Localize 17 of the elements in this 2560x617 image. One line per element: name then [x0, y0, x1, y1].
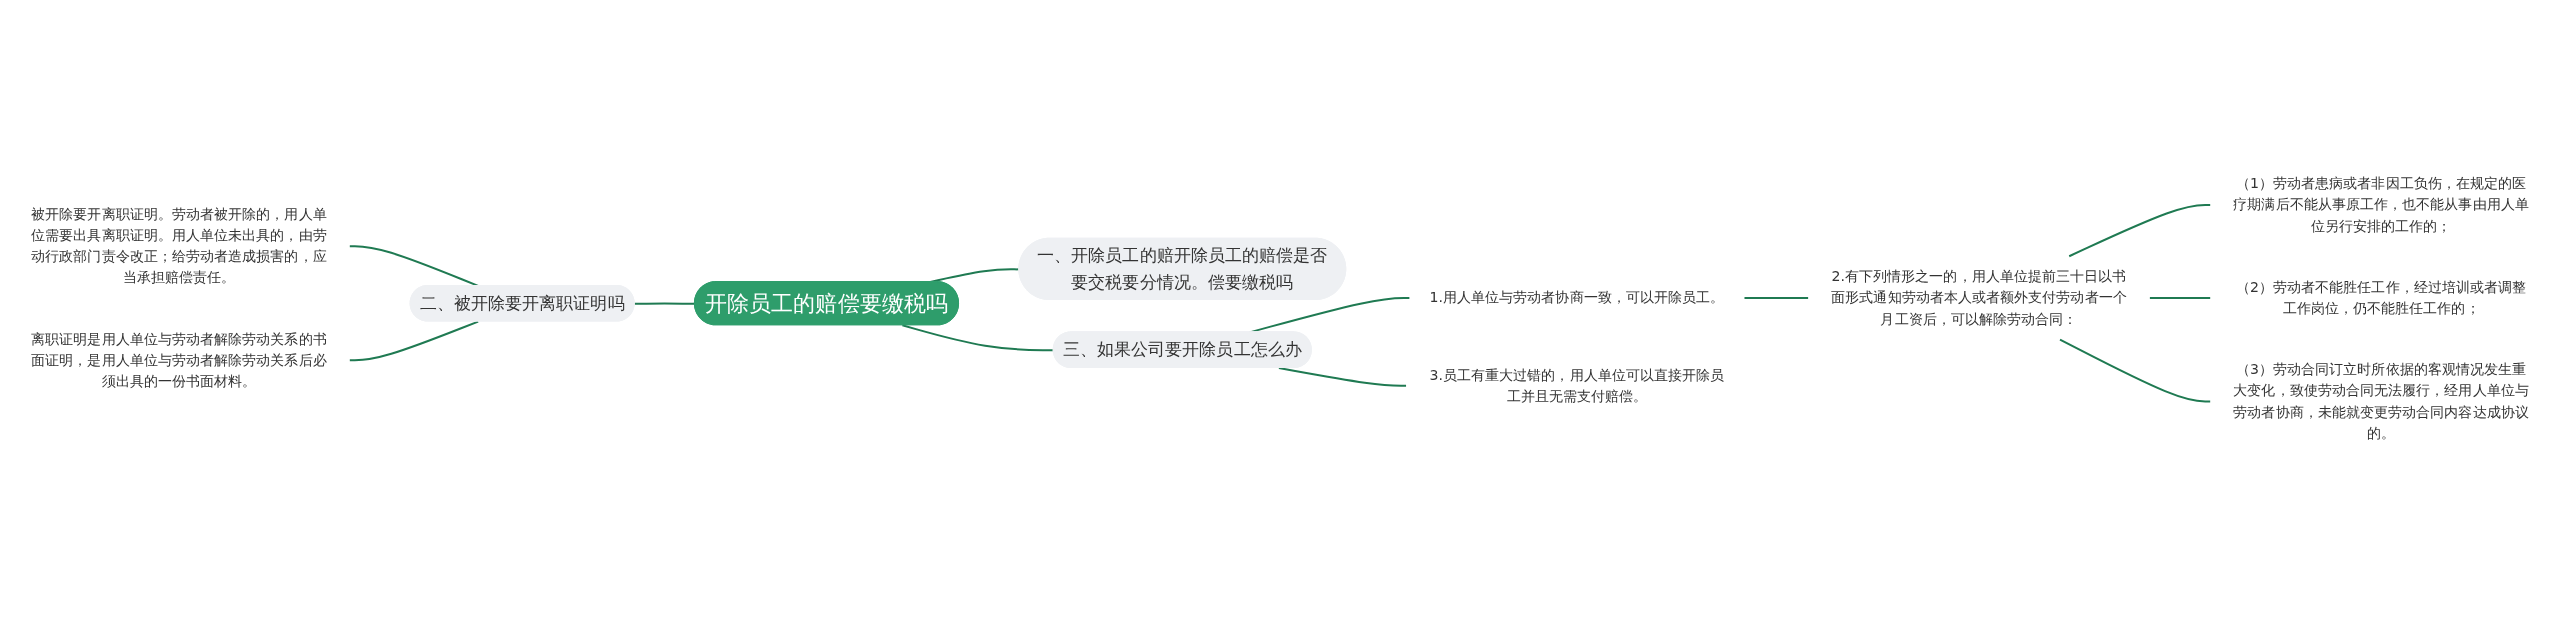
connector	[634, 302, 695, 305]
node-text: （2）劳动者不能胜任工作，经过培训或者调整工作岗位，仍不能胜任工作的；	[2235, 278, 2527, 317]
node-text: （1）劳动者患病或者非因工负伤，在规定的医疗期满后不能从事原工作，也不能从事由用人单位另行安排的工作的；	[2233, 175, 2529, 234]
connector	[902, 324, 1054, 352]
connector	[2149, 296, 2211, 299]
node-text: 2.有下列情形之一的，用人单位提前三十日以书面形式通知劳动者本人或者额外支付劳动者一个月工资后，可以解除劳动合同：	[1831, 268, 2127, 327]
node-text: 1.用人单位与劳动者协商一致，可以开除员工。	[1429, 289, 1725, 306]
node-text: 被开除要开离职证明。劳动者被开除的，用人单位需要出具离职证明。用人单位未出具的，由劳动行政部门责令改正；给劳动者造成损害的，应当承担赔偿责任。	[31, 205, 327, 286]
connector	[2068, 203, 2211, 258]
connector	[2059, 338, 2211, 403]
node-text: 离职证明是用人单位与劳动者解除劳动关系的书面证明，是用人单位与劳动者解除劳动关系后必须出具的一份书面材料。	[31, 330, 327, 389]
connector	[1744, 296, 1809, 299]
node-text: （3）劳动合同订立时所依据的客观情况发生重大变化，致使劳动合同无法履行，经用人单位与劳动者协商，未能就变更劳动合同内容达成协议的。	[2233, 361, 2529, 441]
node-text: 3.员工有重大过错的，用人单位可以直接开除员工并且无需支付赔偿。	[1429, 366, 1725, 404]
connector	[1278, 367, 1407, 387]
connector	[349, 245, 479, 287]
connector	[349, 320, 479, 362]
